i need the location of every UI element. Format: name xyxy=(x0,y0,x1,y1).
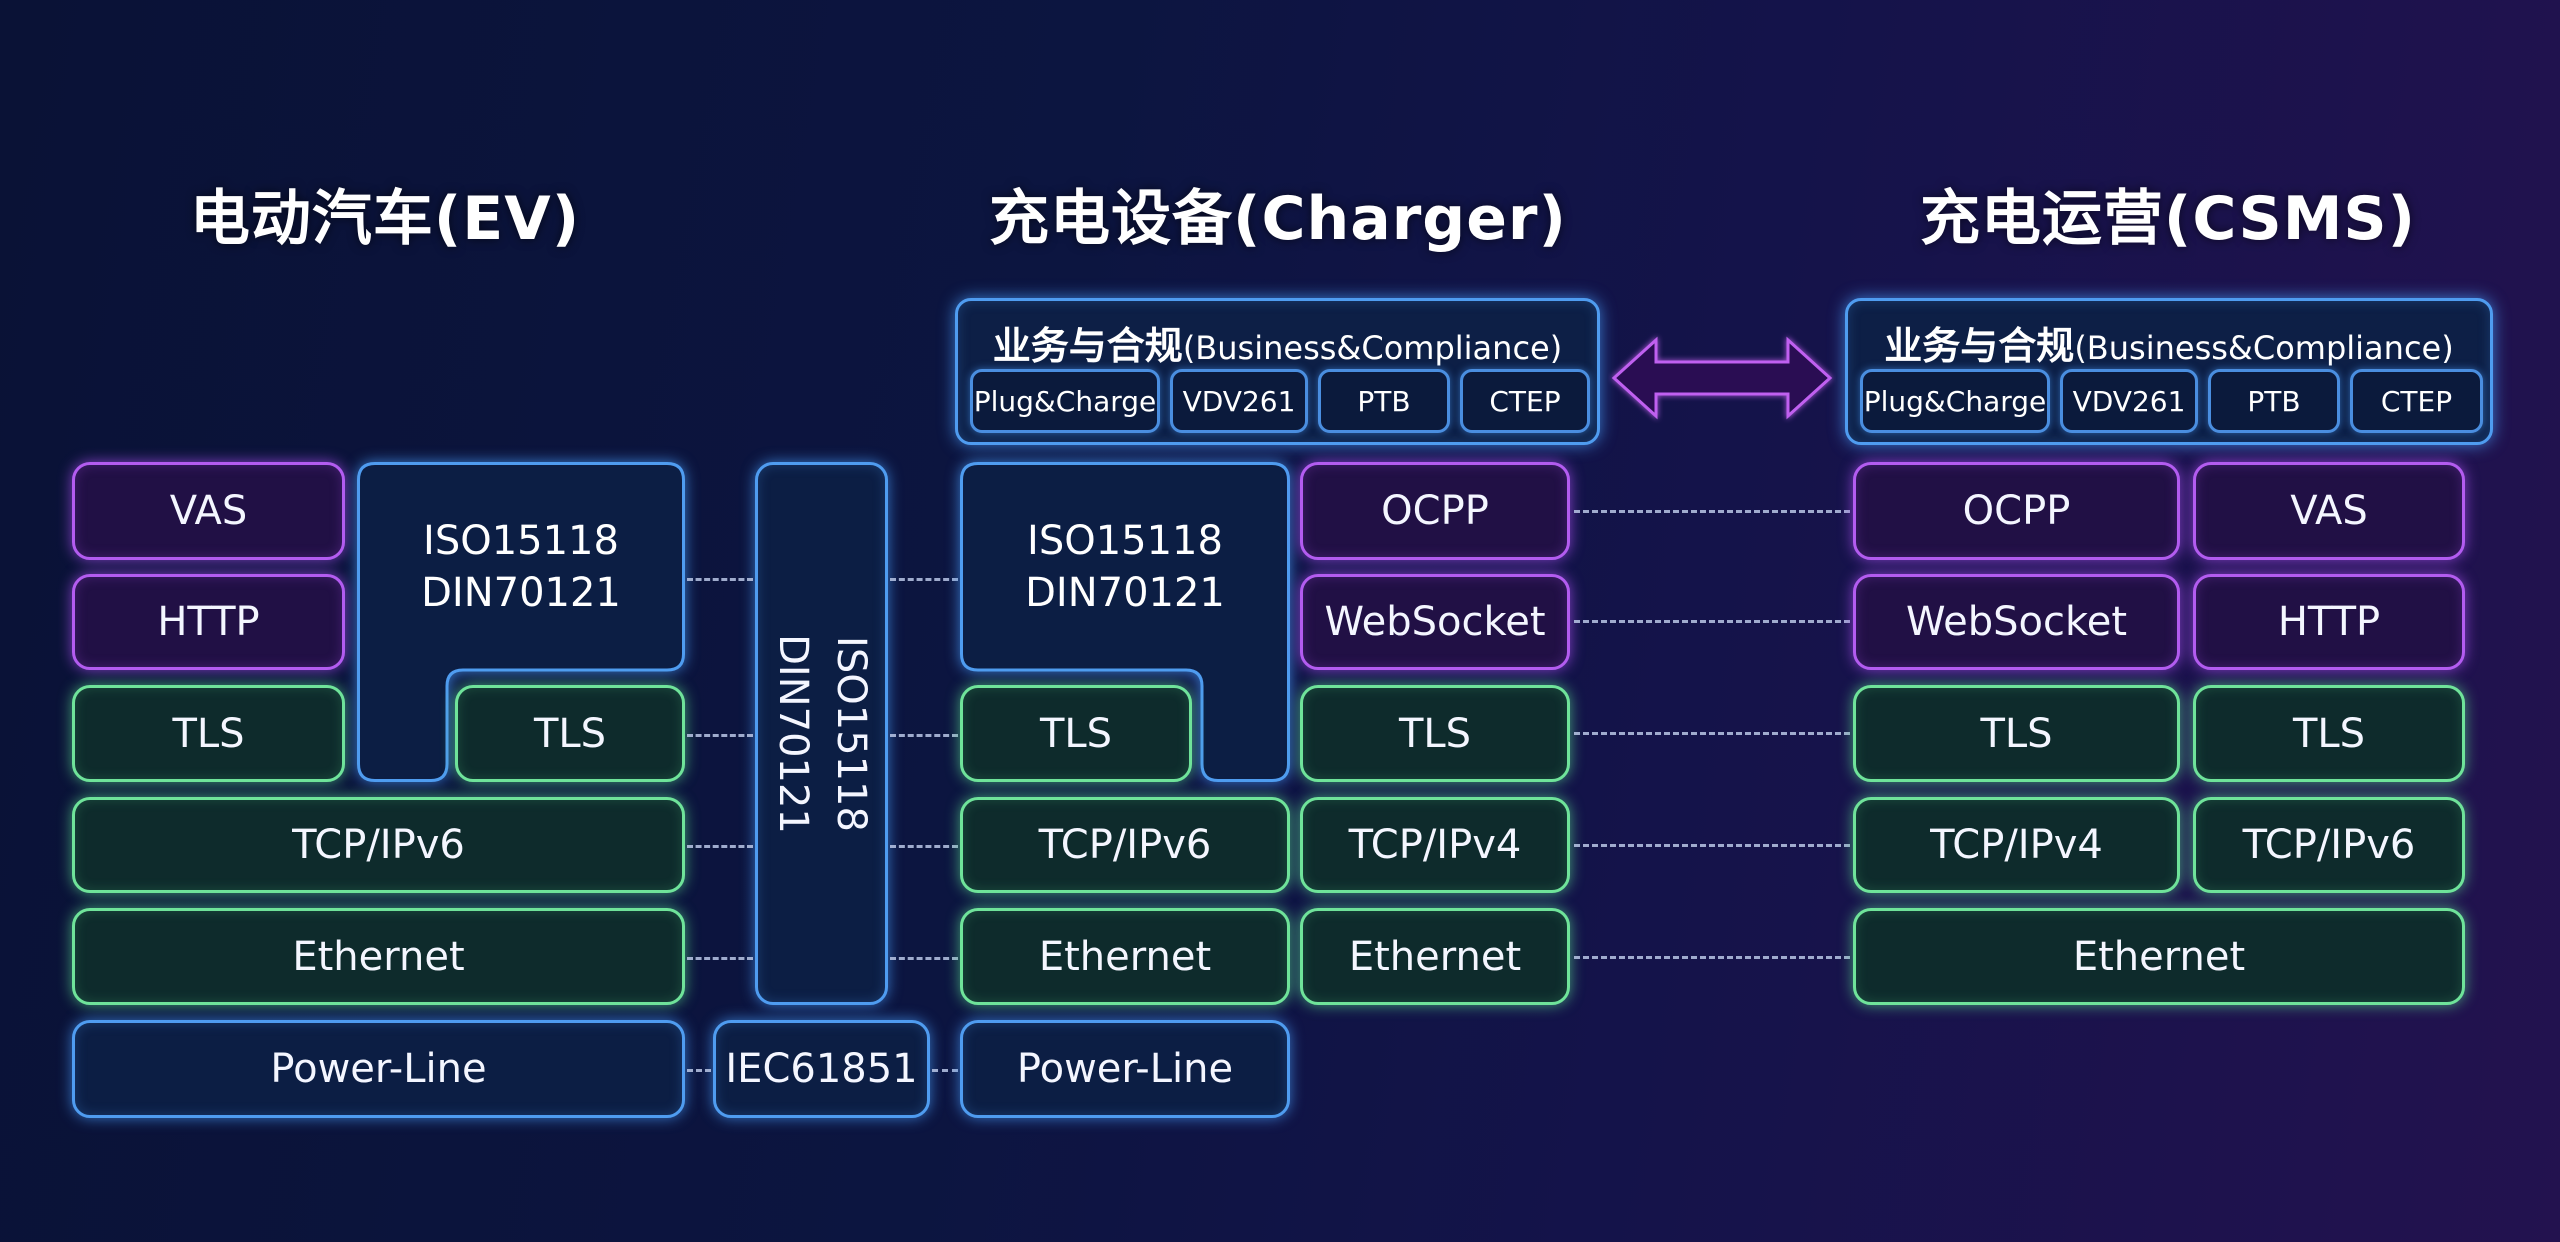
charger-iso-label: ISO15118 DIN70121 xyxy=(960,515,1290,619)
csms-tls-layer-2: TLS xyxy=(2193,685,2465,782)
chip-ctep: CTEP xyxy=(2350,369,2483,433)
link-iso-line1: ISO15118 xyxy=(827,635,874,832)
csms-title: 充电运营(CSMS) xyxy=(1919,184,2417,254)
csms-ocpp-layer: OCPP xyxy=(1853,462,2180,560)
connector-dash xyxy=(932,1069,958,1072)
charger-tls-iso-layer: TLS xyxy=(960,685,1192,782)
connector-dash xyxy=(890,734,958,737)
chip-plug-charge: Plug&Charge xyxy=(970,369,1160,433)
csms-business-compliance-box: 业务与合规(Business&Compliance) Plug&Charge V… xyxy=(1845,298,2493,445)
csms-ethernet-layer: Ethernet xyxy=(1853,908,2465,1005)
business-title-en: (Business&Compliance) xyxy=(1182,329,1563,367)
csms-http-layer: HTTP xyxy=(2193,574,2465,670)
charger-powerline-layer: Power-Line xyxy=(960,1020,1290,1118)
ev-iso-label: ISO15118 DIN70121 xyxy=(357,515,685,619)
connector-dash xyxy=(890,845,958,848)
connector-dash xyxy=(1574,510,1850,513)
connector-dash xyxy=(1574,620,1850,623)
chip-vdv261: VDV261 xyxy=(2060,369,2198,433)
csms-tls-layer-1: TLS xyxy=(1853,685,2180,782)
charger-business-compliance-box: 业务与合规(Business&Compliance) Plug&Charge V… xyxy=(955,298,1600,445)
ev-title: 电动汽车(EV) xyxy=(189,184,581,254)
business-title-en: (Business&Compliance) xyxy=(2074,329,2454,367)
csms-tcp-ipv4-layer: TCP/IPv4 xyxy=(1853,797,2180,893)
charger-ethernet-iso-layer: Ethernet xyxy=(960,908,1290,1005)
link-iso-label: ISO15118 DIN70121 xyxy=(764,634,880,834)
connector-dash xyxy=(687,1069,711,1072)
connector-dash xyxy=(1574,956,1850,959)
business-title-cn: 业务与合规 xyxy=(1884,324,2075,368)
chip-ctep: CTEP xyxy=(1460,369,1590,433)
chip-ptb: PTB xyxy=(1318,369,1450,433)
ev-iso-line2: DIN70121 xyxy=(421,570,621,616)
connector-dash xyxy=(890,957,958,960)
ev-tls-layer-right: TLS xyxy=(455,685,685,782)
charger-tls-ocpp-layer: TLS xyxy=(1300,685,1570,782)
charger-websocket-layer: WebSocket xyxy=(1300,574,1570,670)
chip-plug-charge: Plug&Charge xyxy=(1860,369,2050,433)
ev-iso15118-block xyxy=(357,462,685,782)
connector-dash xyxy=(1574,844,1850,847)
ev-iso-line1: ISO15118 xyxy=(423,518,619,564)
charger-business-title: 业务与合规(Business&Compliance) xyxy=(958,315,1597,370)
charger-ocpp-layer: OCPP xyxy=(1300,462,1570,560)
chip-vdv261: VDV261 xyxy=(1170,369,1308,433)
csms-business-title: 业务与合规(Business&Compliance) xyxy=(1848,315,2490,370)
chip-ptb: PTB xyxy=(2208,369,2340,433)
business-title-cn: 业务与合规 xyxy=(992,324,1183,368)
charger-iso-line1: ISO15118 xyxy=(1027,518,1223,564)
charger-iso-line2: DIN70121 xyxy=(1025,570,1225,616)
double-arrow-icon xyxy=(1611,336,1833,420)
ev-powerline-layer: Power-Line xyxy=(72,1020,685,1118)
ev-tcp-ipv6-layer: TCP/IPv6 xyxy=(72,797,685,893)
charger-iso15118-block xyxy=(960,462,1290,782)
ev-ethernet-layer: Ethernet xyxy=(72,908,685,1005)
charger-title: 充电设备(Charger) xyxy=(989,184,1567,254)
link-iso15118-vertical-block: ISO15118 DIN70121 xyxy=(755,462,888,1005)
csms-tcp-ipv6-layer: TCP/IPv6 xyxy=(2193,797,2465,893)
charger-tcp-ipv6-layer: TCP/IPv6 xyxy=(960,797,1290,893)
csms-websocket-layer: WebSocket xyxy=(1853,574,2180,670)
connector-dash xyxy=(890,578,958,581)
link-iec61851-block: IEC61851 xyxy=(713,1020,930,1118)
ev-tls-layer-left: TLS xyxy=(72,685,345,782)
charger-tcp-ipv4-layer: TCP/IPv4 xyxy=(1300,797,1570,893)
charger-ethernet-ocpp-layer: Ethernet xyxy=(1300,908,1570,1005)
ev-vas-layer: VAS xyxy=(72,462,345,560)
connector-dash xyxy=(687,957,753,960)
ev-http-layer: HTTP xyxy=(72,574,345,670)
connector-dash xyxy=(687,845,753,848)
link-iso-line2: DIN70121 xyxy=(769,633,816,834)
connector-dash xyxy=(687,578,753,581)
connector-dash xyxy=(687,734,753,737)
csms-vas-layer: VAS xyxy=(2193,462,2465,560)
connector-dash xyxy=(1574,732,1850,735)
